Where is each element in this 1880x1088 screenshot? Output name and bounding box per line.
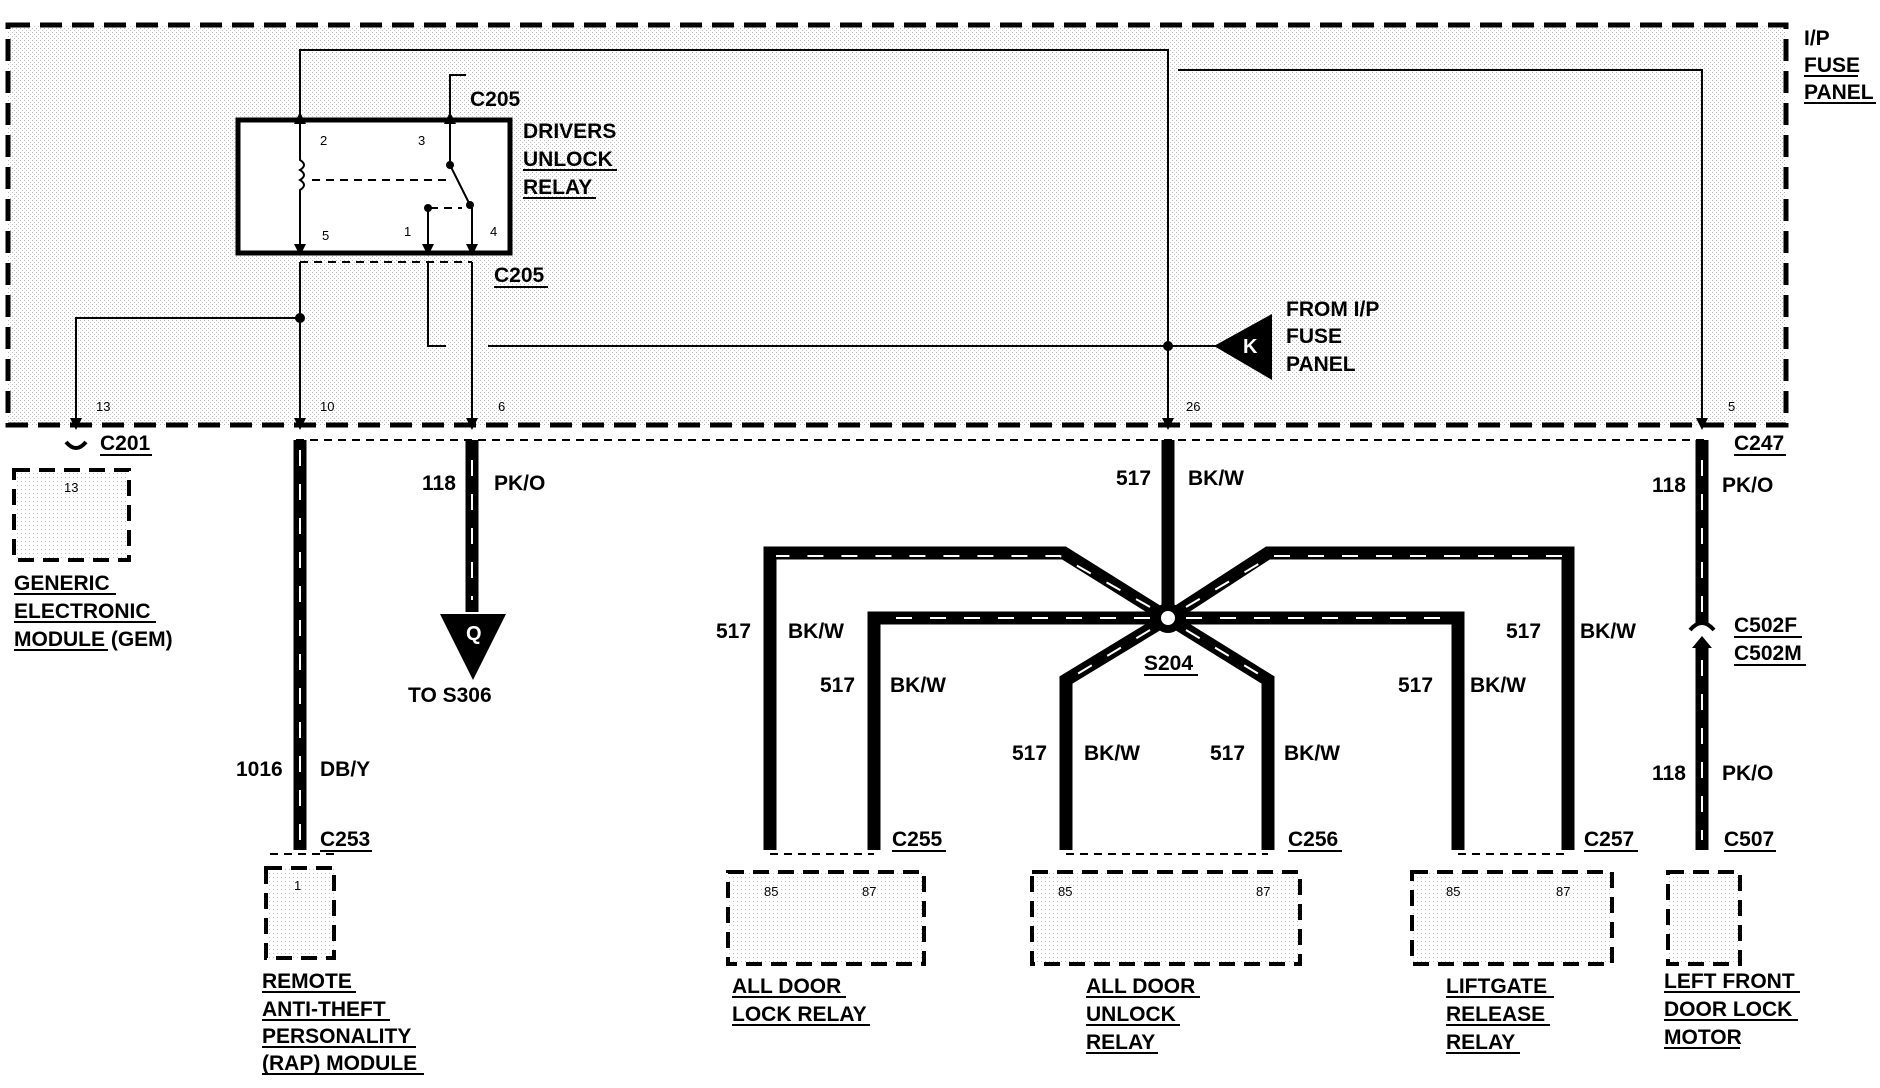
lock-relay-pin-b: 87: [862, 884, 876, 899]
motor-label-line3: MOTOR: [1664, 1026, 1742, 1049]
s306-symbol: Q: [466, 623, 482, 645]
panel-pin-26: 26: [1186, 399, 1200, 414]
lock-relay-label-line2: LOCK RELAY: [732, 1003, 867, 1026]
unlock-left-color: BK/W: [1084, 742, 1140, 765]
fuse-panel-label: I/P FUSE PANEL: [1804, 27, 1876, 104]
unlock-relay-pin-b: 87: [1256, 884, 1270, 899]
all-door-unlock-relay: C256 85 87 ALL DOOR UNLOCK RELAY: [1030, 828, 1342, 1054]
motor-color-bottom: PK/O: [1722, 762, 1773, 785]
rap-label-line3: PERSONALITY: [262, 1025, 411, 1048]
relay-label-line2: UNLOCK: [523, 148, 613, 171]
liftgate-outer-color: BK/W: [1580, 620, 1636, 643]
splice-label: S204: [1144, 652, 1193, 675]
gem-module: C201 13 GENERIC ELECTRONIC MODULE (GEM): [12, 432, 173, 651]
splice-feed-circuit: 517: [1116, 467, 1151, 490]
liftgate-relay-connector: C257: [1584, 828, 1634, 851]
motor-label-line2: DOOR LOCK: [1664, 998, 1792, 1021]
unlock-relay-label-line3: RELAY: [1086, 1031, 1155, 1054]
motor-inline-f: C502F: [1734, 614, 1797, 637]
rap-circuit-number: 1016: [236, 758, 283, 781]
lock-outer-circuit: 517: [716, 620, 751, 643]
relay-connector-bottom: C205: [494, 264, 545, 287]
rap-wire-color: DB/Y: [320, 758, 370, 781]
lock-relay-label-line1: ALL DOOR: [732, 975, 841, 998]
s306-label: TO S306: [408, 684, 492, 707]
lock-relay-pin-a: 85: [764, 884, 778, 899]
relay-pin-1: 1: [404, 224, 411, 239]
fuse-panel-label-line3: PANEL: [1804, 81, 1874, 104]
unlock-relay-pin-a: 85: [1058, 884, 1072, 899]
motor-connector-top: C247: [1734, 432, 1784, 455]
gem-pin: 13: [64, 480, 78, 495]
lock-relay-connector: C255: [892, 828, 943, 851]
relay-connector-top: C205: [470, 88, 521, 111]
source-label-line3: PANEL: [1286, 353, 1356, 376]
panel-pin-5: 5: [1728, 399, 1735, 414]
gem-label-line1: GENERIC: [14, 572, 110, 595]
lock-inner-color: BK/W: [890, 674, 946, 697]
unlock-left-circuit: 517: [1012, 742, 1047, 765]
panel-pin-10: 10: [320, 399, 334, 414]
unlock-relay-connector: C256: [1288, 828, 1338, 851]
liftgate-inner-circuit: 517: [1398, 674, 1433, 697]
liftgate-relay-pin-b: 87: [1556, 884, 1570, 899]
s306-wire-color: PK/O: [494, 472, 545, 495]
rap-label-line4: (RAP) MODULE: [262, 1052, 417, 1075]
motor-connector-bottom: C507: [1724, 828, 1774, 851]
source-k: K FROM I/P FUSE PANEL: [1214, 298, 1379, 380]
rap-label-line2: ANTI-THEFT: [262, 998, 386, 1021]
relay-pin-4: 4: [490, 224, 497, 239]
motor-label-line1: LEFT FRONT: [1664, 970, 1795, 993]
rap-pin: 1: [294, 878, 301, 893]
splice-s204-harness: 517 BK/W S204 517 BK/W 517 BK/W 517 BK/W…: [716, 440, 1636, 850]
unlock-right-color: BK/W: [1284, 742, 1340, 765]
liftgate-relay-label-line1: LIFTGATE: [1446, 975, 1547, 998]
source-k-symbol: K: [1243, 336, 1258, 358]
unlock-right-circuit: 517: [1210, 742, 1245, 765]
rap-connector: C253: [320, 828, 370, 851]
liftgate-release-relay: C257 85 87 LIFTGATE RELEASE RELAY: [1410, 828, 1638, 1054]
source-label-line2: FUSE: [1286, 325, 1342, 348]
panel-pin-6: 6: [498, 399, 505, 414]
source-label-line1: FROM I/P: [1286, 298, 1379, 321]
relay-pin-3: 3: [418, 133, 425, 148]
liftgate-relay-label-line3: RELAY: [1446, 1031, 1515, 1054]
motor-color-top: PK/O: [1722, 474, 1773, 497]
fuse-panel-label-line1: I/P: [1804, 27, 1830, 50]
liftgate-outer-circuit: 517: [1506, 620, 1541, 643]
unlock-relay-label-line1: ALL DOOR: [1086, 975, 1195, 998]
liftgate-relay-label-line2: RELEASE: [1446, 1003, 1545, 1026]
rap-circuit: 1016 DB/Y C253 1 REMOTE ANTI-THEFT PERSO…: [236, 440, 424, 1075]
liftgate-relay-pin-a: 85: [1446, 884, 1460, 899]
relay-label-line3: RELAY: [523, 176, 592, 199]
relay-pin-2: 2: [320, 133, 327, 148]
left-front-door-lock-motor: C247 118 PK/O C502F C502M 118 PK/O C507 …: [1652, 432, 1806, 1049]
lock-inner-circuit: 517: [820, 674, 855, 697]
splice-feed-color: BK/W: [1188, 467, 1244, 490]
gem-label-line2: ELECTRONIC: [14, 600, 151, 623]
s306-circuit-number: 118: [422, 472, 456, 495]
unlock-relay-label-line2: UNLOCK: [1086, 1003, 1176, 1026]
fuse-panel-label-line2: FUSE: [1804, 54, 1860, 77]
all-door-lock-relay: C255 85 87 ALL DOOR LOCK RELAY: [726, 828, 946, 1026]
liftgate-inner-color: BK/W: [1470, 674, 1526, 697]
s306-circuit: 118 PK/O Q TO S306: [408, 440, 545, 707]
motor-inline-m: C502M: [1734, 642, 1802, 665]
rap-label-line1: REMOTE: [262, 970, 352, 993]
motor-circuit-top: 118: [1652, 474, 1686, 497]
motor-circuit-bottom: 118: [1652, 762, 1686, 785]
lock-outer-color: BK/W: [788, 620, 844, 643]
relay-label-line1: DRIVERS: [523, 120, 616, 143]
relay-pin-5: 5: [322, 228, 329, 243]
gem-connector: C201: [100, 432, 151, 455]
drivers-unlock-relay: 2 3 5 1 4 DRIVERS UNLOCK RELAY C205 C205: [235, 49, 1169, 425]
gem-label-line3: MODULE (GEM): [14, 628, 173, 651]
panel-pin-13: 13: [96, 399, 110, 414]
